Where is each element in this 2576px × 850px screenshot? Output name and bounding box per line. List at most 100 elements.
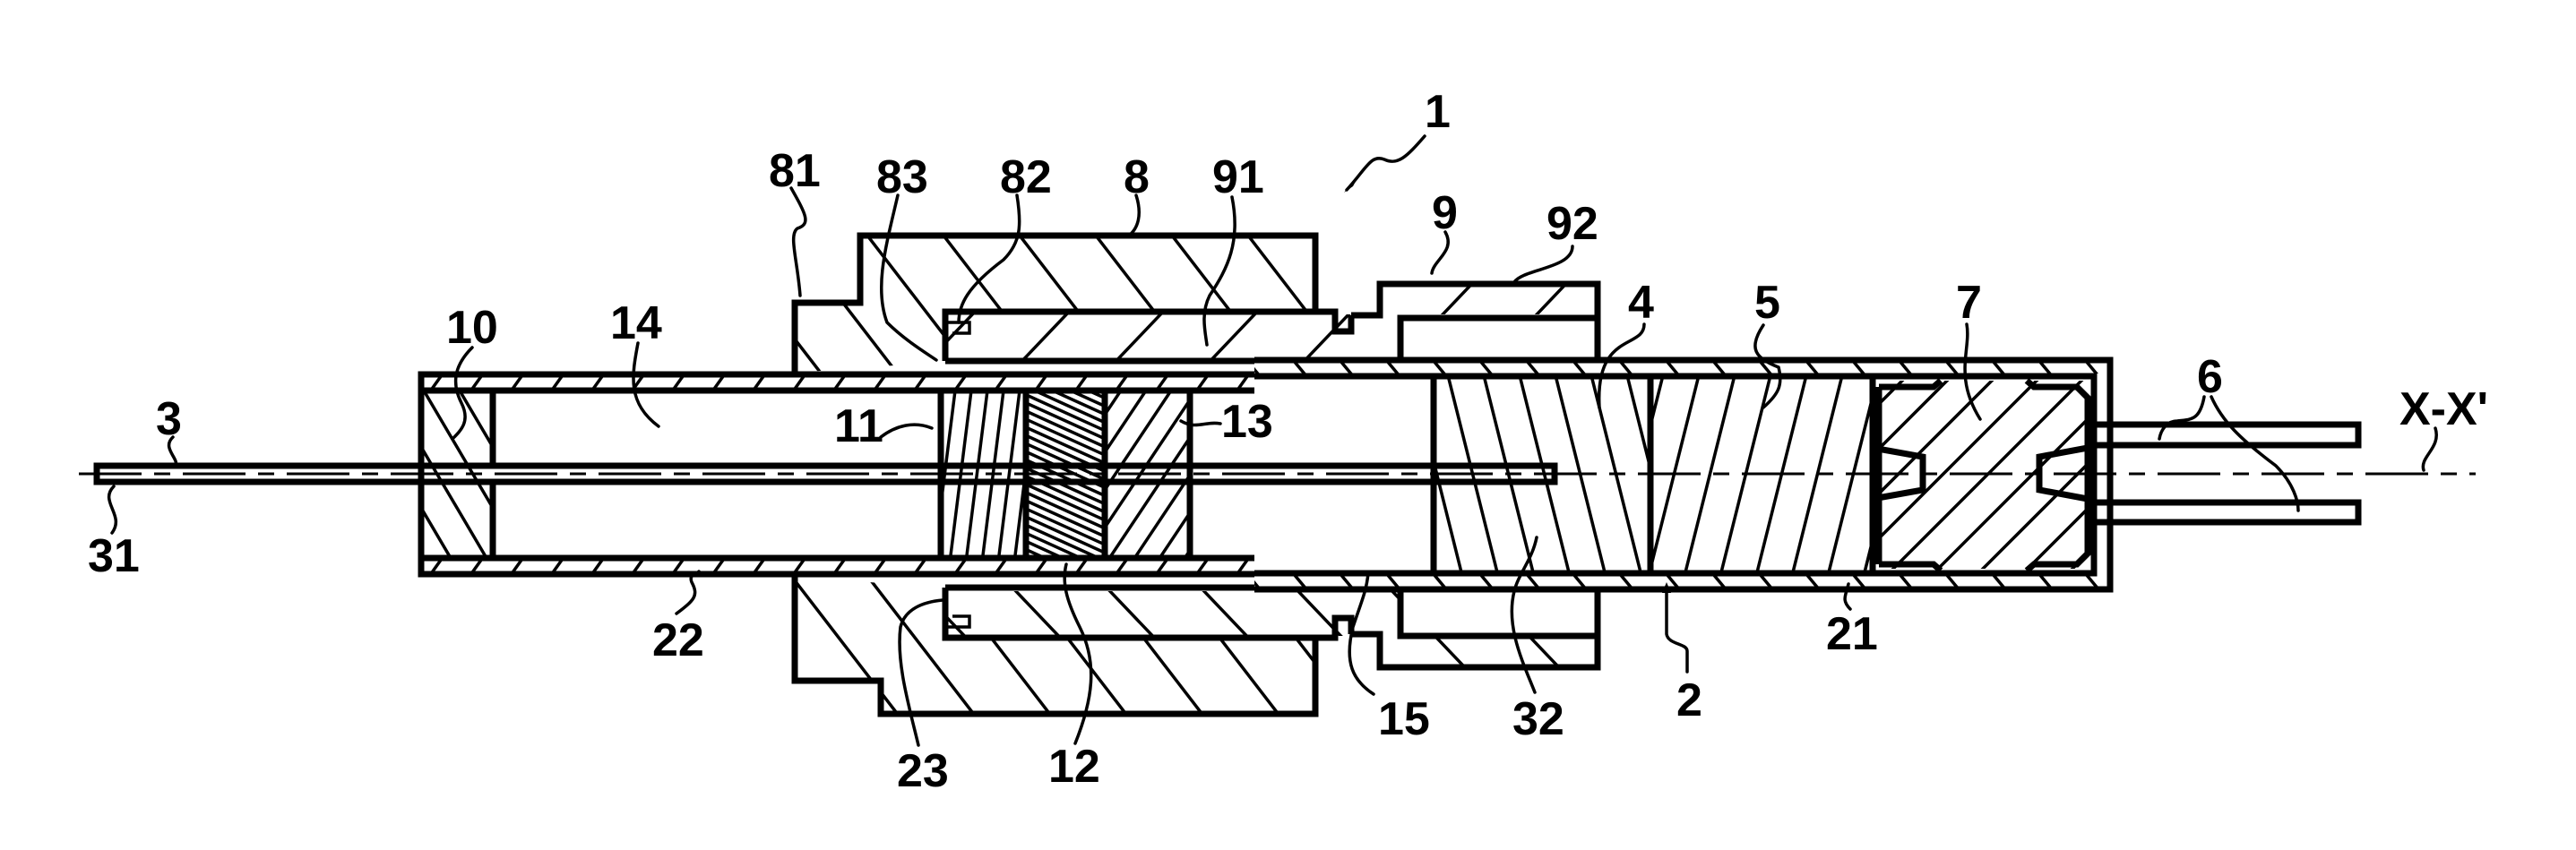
hatch-line	[795, 577, 905, 714]
label-4: 4	[1628, 277, 1654, 329]
hatch-line	[1526, 576, 1539, 587]
hatch-line	[387, 554, 405, 579]
hatch-line	[430, 377, 443, 388]
label-82: 82	[1000, 151, 1052, 203]
hatch-line	[1526, 363, 1539, 373]
hatch-line	[1029, 508, 1102, 545]
hatch-line	[1899, 576, 1912, 587]
hatch-line	[1029, 442, 1102, 480]
label-81: 81	[769, 145, 821, 197]
hatch-line	[1383, 591, 1470, 665]
hatch-line	[1035, 560, 1048, 571]
hatch-line	[1712, 363, 1726, 373]
hatch-line	[860, 577, 981, 714]
hatch-line	[2038, 363, 2052, 373]
hatch-line	[1554, 376, 1607, 573]
hatch-line	[2085, 363, 2098, 373]
hatch-line	[347, 370, 365, 395]
hatch-line	[753, 560, 766, 571]
label-83: 83	[876, 151, 928, 203]
hatch-line	[1666, 576, 1679, 587]
hatch-line	[795, 577, 829, 714]
hatch-line	[421, 504, 452, 558]
hatch-line	[421, 391, 493, 511]
hatch-line	[828, 278, 913, 367]
hatch-line	[1107, 438, 1187, 558]
hatch-line	[1029, 451, 1102, 488]
hatch-line	[470, 560, 484, 571]
hatch-line	[964, 391, 989, 558]
hatch-line	[1030, 391, 1102, 424]
hatch-line	[1012, 477, 1023, 558]
hatch-line	[1572, 576, 1586, 587]
hatch-line	[1156, 377, 1168, 388]
label-11: 11	[834, 400, 883, 452]
hatch-line	[470, 377, 483, 388]
blocks-4-5	[1430, 376, 1876, 573]
hatch-line	[1935, 412, 2092, 569]
hatch-line	[1433, 576, 1446, 587]
hatch-line	[1433, 363, 1446, 373]
hatch-line	[632, 377, 644, 388]
leader-lines	[107, 134, 2438, 747]
outer-tube-section	[1254, 356, 2114, 593]
hatch-line	[1029, 524, 1102, 558]
label-91: 91	[1212, 151, 1264, 203]
inner-tube-section	[347, 370, 1254, 579]
label-15: 15	[1378, 693, 1430, 745]
hatch-line	[1805, 576, 1819, 587]
hatch-line	[1754, 376, 1808, 573]
hatch-line	[1012, 577, 1133, 714]
label-31: 31	[88, 530, 140, 582]
hatch-line	[1014, 284, 1103, 358]
hatch-line	[1386, 576, 1400, 587]
hatch-line	[874, 377, 886, 388]
hatch-line	[1075, 377, 1088, 388]
hatch-line	[1241, 236, 1314, 373]
hatch-line	[1899, 363, 1912, 373]
hatch-line	[511, 560, 524, 571]
hatch-line	[1107, 400, 1187, 527]
hatch-line	[1293, 576, 1306, 587]
label-22: 22	[652, 614, 704, 666]
hatch-line	[1479, 576, 1493, 587]
hatch-line	[1156, 560, 1169, 571]
hatch-line	[914, 560, 927, 571]
hatch-line	[833, 377, 846, 388]
hatch-line	[551, 377, 564, 388]
hatch-line	[874, 560, 887, 571]
hatch-line	[2025, 502, 2092, 569]
hatch-line	[1236, 377, 1249, 388]
label-8: 8	[1124, 151, 1150, 203]
hatch-line	[1108, 284, 1197, 358]
hatch-line	[1133, 476, 1187, 558]
rod	[93, 462, 1558, 485]
hatch-line	[1945, 363, 1959, 373]
hatch-line	[1439, 376, 1638, 575]
hatch-line	[945, 591, 1000, 665]
hatch-line	[591, 560, 605, 571]
label-23: 23	[897, 745, 949, 797]
hatch-line	[1035, 377, 1047, 388]
hatch-line	[1683, 376, 1736, 573]
hatch-line	[672, 560, 685, 571]
hatch-line	[1980, 457, 2092, 569]
hatch-line	[1619, 363, 1633, 373]
label-14: 14	[610, 297, 662, 349]
hatch-line	[1877, 381, 1994, 498]
hatch-line	[1625, 376, 1648, 465]
hatch-line	[1571, 591, 1596, 665]
hatch-line	[1518, 376, 1572, 573]
hatch-line	[936, 577, 1057, 714]
hatch-line	[1029, 516, 1102, 554]
reference-labels: 1 81 83 82 8 91 9 92 4 5 7 6 X-X' 10 14 …	[88, 86, 2488, 797]
hatch-line	[457, 391, 493, 451]
hatch-line	[632, 560, 645, 571]
label-2: 2	[1676, 674, 1702, 726]
label-10: 10	[446, 302, 498, 354]
label-9: 9	[1432, 187, 1458, 239]
hatch-line	[1790, 376, 1844, 573]
hatch-line	[1852, 363, 1865, 373]
hatch-line	[793, 377, 806, 388]
hatch-line	[1891, 381, 2084, 569]
